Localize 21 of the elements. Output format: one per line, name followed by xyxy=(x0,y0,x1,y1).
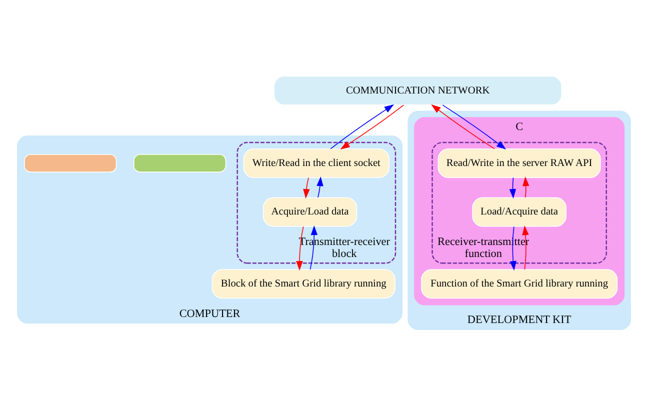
node-box: Read/Write in the server RAW API xyxy=(438,148,601,178)
arrow xyxy=(522,176,530,198)
node-box: Block of the Smart Grid library running xyxy=(212,269,396,299)
node-box: Load/Acquire data xyxy=(472,197,566,227)
arrow xyxy=(340,104,404,150)
arrow xyxy=(303,177,310,199)
arrow xyxy=(296,226,304,271)
arrow xyxy=(509,177,516,199)
node-box: Function of the Smart Grid library running xyxy=(421,269,618,299)
arrow xyxy=(316,176,324,198)
arrow xyxy=(522,225,529,270)
arrow xyxy=(442,104,506,150)
arrow xyxy=(330,104,394,150)
node-box: Write/Read in the client socket xyxy=(243,148,390,178)
arrow xyxy=(310,225,318,270)
node-box: COMMUNICATION NETWORK xyxy=(274,76,562,106)
arrow xyxy=(510,226,516,271)
node-box: Acquire/Load data xyxy=(262,197,358,227)
arrow xyxy=(431,104,495,150)
node-box xyxy=(133,154,226,172)
node-box xyxy=(24,154,117,172)
